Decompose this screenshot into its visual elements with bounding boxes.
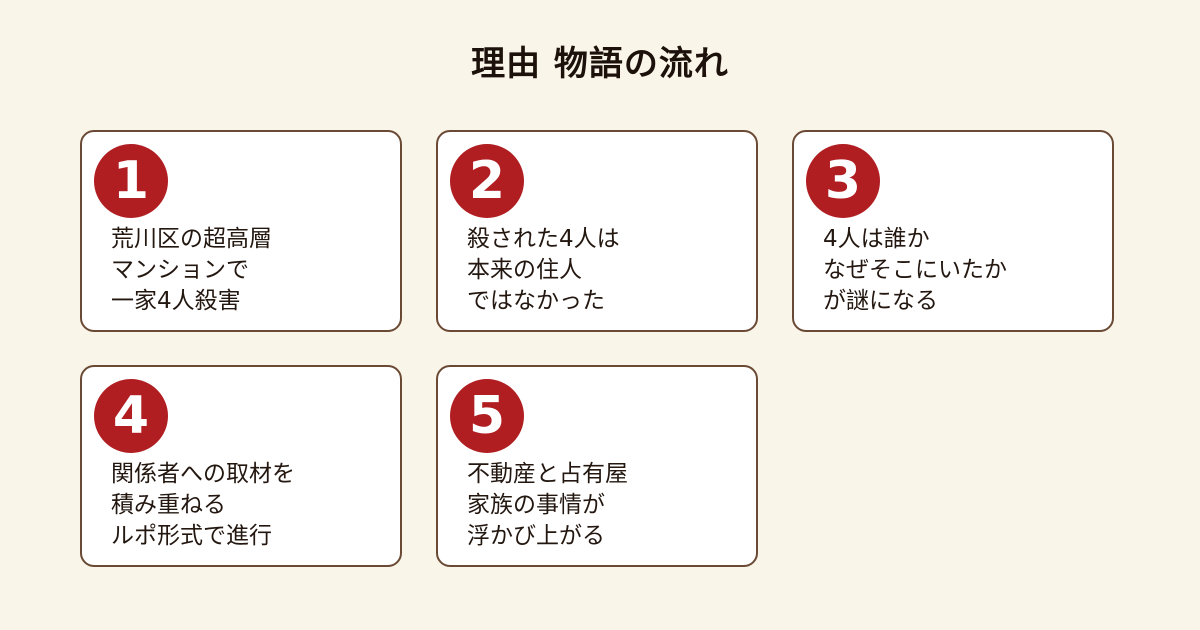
- step-description: 4人は誰か なぜそこにいたか が謎になる: [823, 224, 1102, 317]
- step-card-5: 5 不動産と占有屋 家族の事情が 浮かび上がる: [436, 365, 758, 567]
- step-number-badge: 1: [94, 144, 168, 218]
- step-number-badge: 5: [450, 379, 524, 453]
- step-card-2: 2 殺された4人は 本来の住人 ではなかった: [436, 130, 758, 332]
- step-number-badge: 4: [94, 379, 168, 453]
- step-line: 4人は誰か: [823, 226, 930, 252]
- step-line: 一家4人殺害: [111, 288, 241, 314]
- step-line: 本来の住人: [467, 257, 582, 283]
- step-line: 荒川区の超高層: [111, 226, 272, 252]
- step-description: 殺された4人は 本来の住人 ではなかった: [467, 224, 746, 317]
- step-line: 浮かび上がる: [467, 523, 605, 549]
- step-line: が謎になる: [823, 288, 938, 314]
- step-line: 家族の事情が: [467, 492, 605, 518]
- step-line: 関係者への取材を: [111, 461, 295, 487]
- step-number-badge: 3: [806, 144, 880, 218]
- step-line: ではなかった: [467, 288, 605, 314]
- step-card-3: 3 4人は誰か なぜそこにいたか が謎になる: [792, 130, 1114, 332]
- step-description: 荒川区の超高層 マンションで 一家4人殺害: [111, 224, 390, 317]
- step-description: 不動産と占有屋 家族の事情が 浮かび上がる: [467, 459, 746, 552]
- step-line: ルポ形式で進行: [111, 523, 272, 549]
- step-number-badge: 2: [450, 144, 524, 218]
- step-line: なぜそこにいたか: [823, 257, 1007, 283]
- page-title: 理由 物語の流れ: [471, 44, 729, 84]
- step-line: 積み重ねる: [111, 492, 226, 518]
- step-line: 殺された4人は: [467, 226, 620, 252]
- step-line: マンションで: [111, 257, 249, 283]
- step-line: 不動産と占有屋: [467, 461, 628, 487]
- step-description: 関係者への取材を 積み重ねる ルポ形式で進行: [111, 459, 390, 552]
- step-card-4: 4 関係者への取材を 積み重ねる ルポ形式で進行: [80, 365, 402, 567]
- step-card-1: 1 荒川区の超高層 マンションで 一家4人殺害: [80, 130, 402, 332]
